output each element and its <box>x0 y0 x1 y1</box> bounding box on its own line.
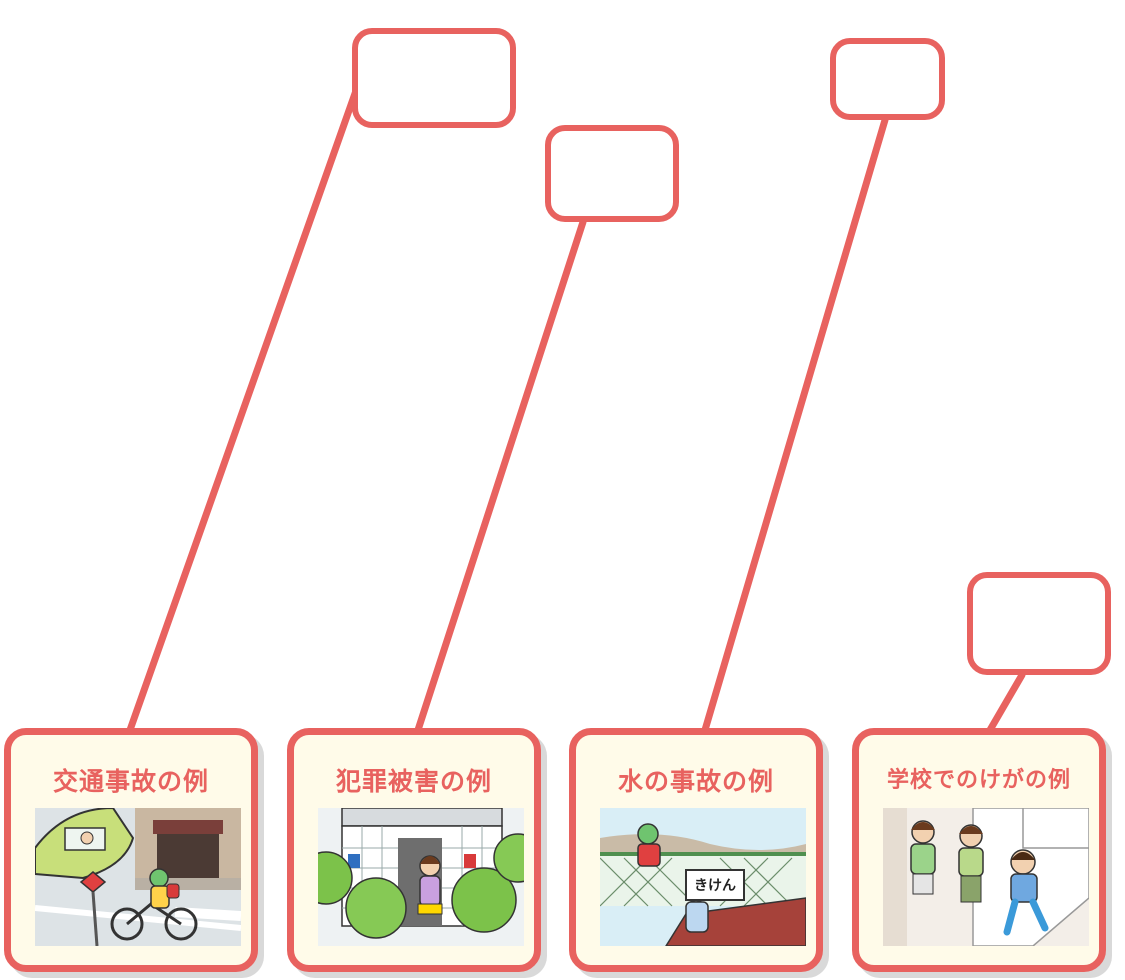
connector-crime <box>414 218 587 734</box>
connector-traffic <box>126 81 362 734</box>
card-title-school: 学校でのけがの例 <box>886 768 1071 793</box>
crime-illustration <box>318 808 524 946</box>
card-title-crime: 犯罪被害の例 <box>335 767 492 796</box>
callout-box-crime <box>545 125 679 222</box>
card-water-accident: 水の事故の例 きけん <box>569 728 823 972</box>
card-title-traffic: 交通事故の例 <box>52 767 209 796</box>
card-traffic-accident: 交通事故の例 <box>4 728 258 972</box>
school-illustration: 19 <box>883 808 1089 946</box>
callout-box-traffic <box>352 28 516 128</box>
callout-box-water <box>830 38 945 120</box>
traffic-illustration <box>35 808 241 946</box>
callout-box-school <box>967 572 1111 675</box>
connector-water <box>701 116 889 734</box>
water-illustration: きけん <box>600 808 806 946</box>
card-school-injury: 学校でのけがの例 19 <box>852 728 1106 972</box>
danger-sign-text: きけん <box>694 878 736 894</box>
card-crime-victim: 犯罪被害の例 <box>287 728 541 972</box>
card-title-water: 水の事故の例 <box>617 767 774 796</box>
connector-school <box>986 671 1026 734</box>
